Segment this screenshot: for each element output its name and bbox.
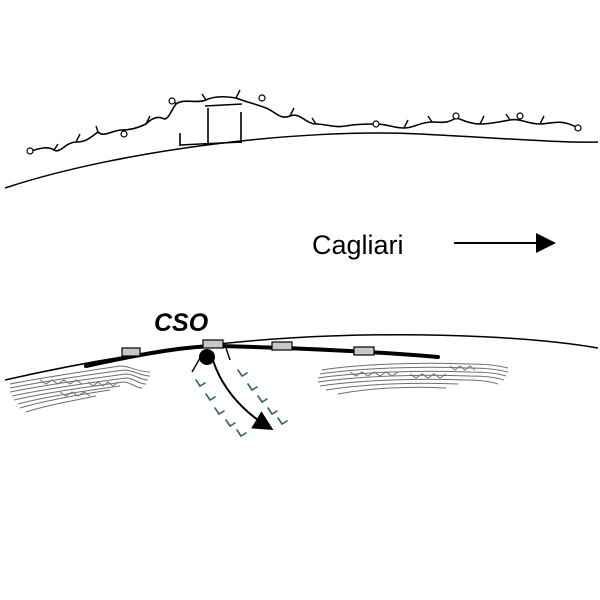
- bottom-cable: [84, 343, 440, 368]
- bottom-panel: CSO: [4, 309, 599, 438]
- sediment-right: [317, 362, 509, 395]
- direction-indicator: Cagliari: [312, 230, 556, 260]
- top-wavy-line: [27, 95, 579, 153]
- cso-label: CSO: [154, 309, 209, 337]
- top-branches: [53, 89, 545, 151]
- top-end-rings: [26, 94, 582, 155]
- city-label: Cagliari: [312, 230, 404, 260]
- node-lines: [191, 347, 231, 373]
- top-panel: [4, 89, 599, 189]
- observatory-node: [199, 349, 215, 365]
- top-seafloor-curve: [4, 132, 599, 189]
- sediment-left: [9, 365, 151, 413]
- bottom-seafloor-curve: [4, 334, 599, 381]
- top-frame: [179, 103, 243, 146]
- sensor-marks: [195, 369, 288, 438]
- cable-instruments: [121, 339, 375, 357]
- borehole-arrow: [211, 356, 274, 431]
